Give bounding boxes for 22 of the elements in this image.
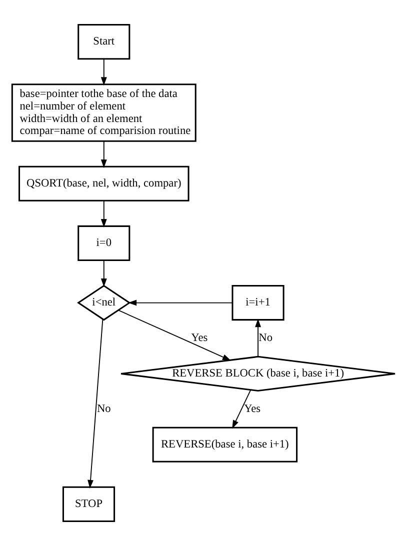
- node-box: QSORT(base, nel, width, compar): [18, 165, 190, 201]
- arrow: [128, 299, 233, 306]
- arrow: [88, 318, 104, 488]
- node-box: i=0: [78, 224, 130, 260]
- arrow: [100, 140, 107, 168]
- arrow: [255, 318, 261, 356]
- edge-label: No: [258, 332, 273, 344]
- node-box: REVERSE(base i, base i+1): [152, 426, 298, 462]
- arrow: [100, 200, 107, 227]
- node-diamond: i<nel: [77, 284, 131, 320]
- node-box: STOP: [62, 486, 116, 522]
- arrow: [118, 309, 231, 360]
- node-box: base=pointer tothe base of the data nel=number of element width=width of an element compar=name of comparision routine: [11, 83, 196, 142]
- node-diamond: REVERSE BLOCK (base i, base i+1): [120, 355, 396, 391]
- node-box: Start: [78, 24, 130, 60]
- edge-label: Yes: [191, 332, 208, 344]
- node-box: i=i+1: [232, 284, 284, 320]
- arrow: [232, 389, 252, 428]
- arrow: [100, 260, 107, 287]
- arrow: [100, 58, 107, 86]
- edge-label: Yes: [244, 402, 261, 415]
- edge-label: No: [96, 402, 111, 415]
